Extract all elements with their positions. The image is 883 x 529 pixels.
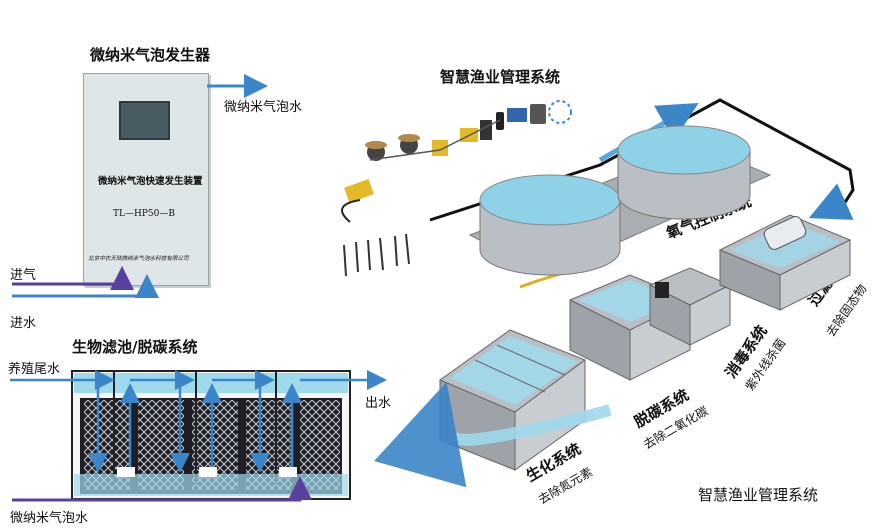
biofilter-inlet-label: 养殖尾水 [8, 362, 61, 377]
disinfect-unit [648, 267, 732, 346]
generator-maker: 北京中农天陆微纳米气泡水科技有限公司 [88, 256, 189, 262]
generator-model: TL—HP50—B [113, 209, 175, 219]
generator-output-label: 微纳米气泡水 [224, 100, 303, 115]
generator-device-name: 微纳米气泡快速发生装置 [98, 176, 203, 187]
generator-screen [119, 101, 170, 140]
bubble-water-inlet-label: 微纳米气泡水 [10, 511, 89, 526]
fish-tank-left [479, 174, 621, 276]
water-inlet-arrow [12, 274, 159, 298]
footer-caption: 智慧渔业管理系统 [698, 486, 819, 504]
filter-unit [718, 214, 852, 311]
biofilter-title: 生物滤池/脱碳系统 [72, 338, 198, 356]
generator-title: 微纳米气泡发生器 [90, 46, 211, 64]
sensor-devices [341, 100, 572, 223]
air-inlet-label: 进气 [10, 268, 37, 283]
generator-cabinet [83, 73, 209, 286]
water-inlet-label: 进水 [10, 316, 37, 331]
biochem-tanks [438, 329, 587, 471]
probe-sensors [343, 233, 410, 277]
system-title: 智慧渔业管理系统 [440, 68, 561, 86]
fish-tank-right [617, 125, 751, 220]
bubble-water-arrow [12, 476, 312, 502]
air-inlet-arrow [12, 266, 134, 290]
flow-arrow-main [374, 381, 612, 488]
